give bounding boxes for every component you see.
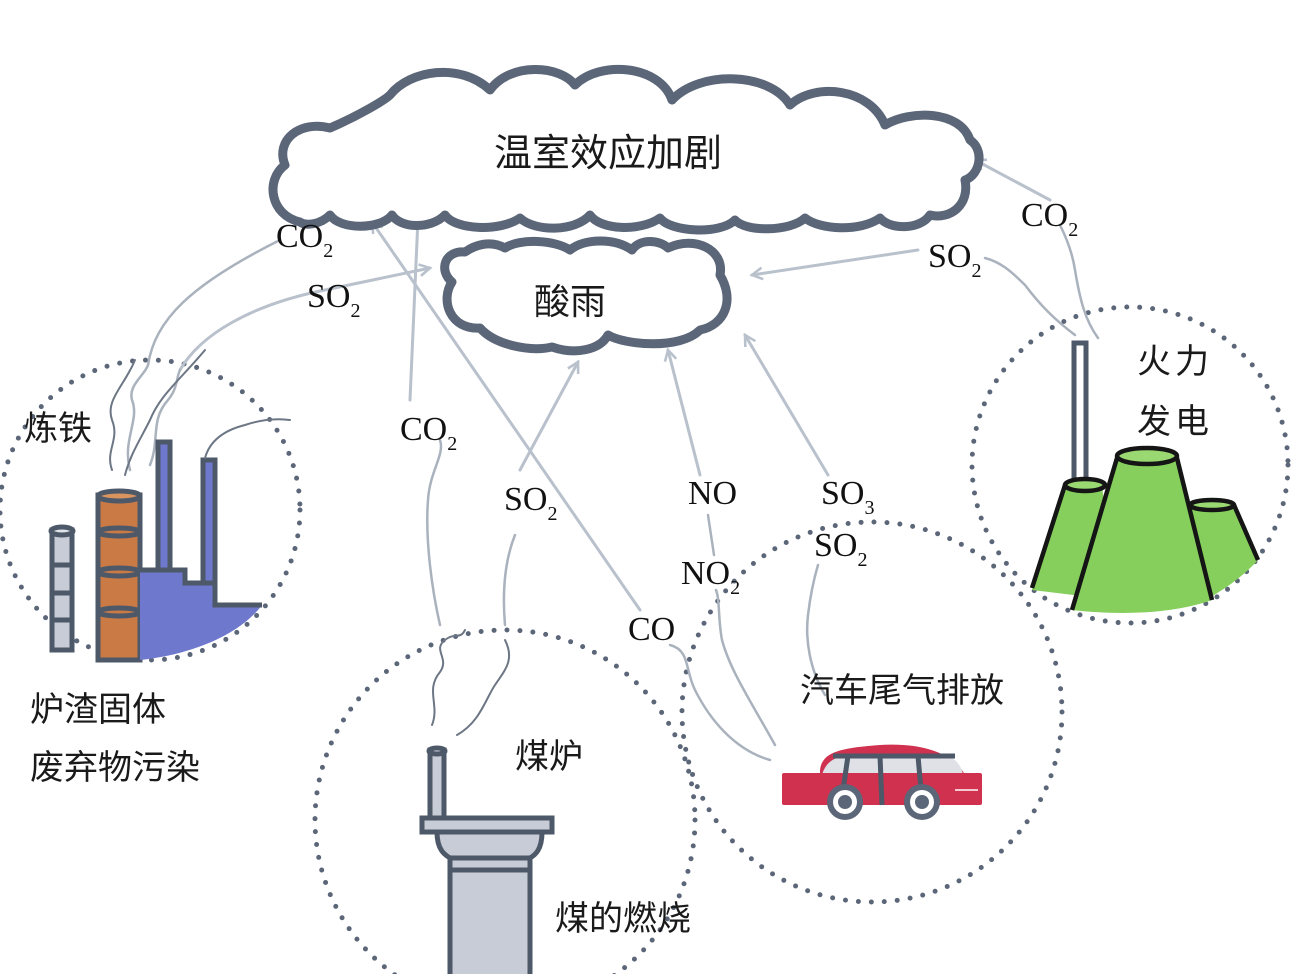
arrow-car-co-tail — [668, 643, 772, 762]
arrow-power-so2 — [752, 248, 920, 275]
greenhouse-label: 温室效应加剧 — [494, 131, 722, 175]
arrow-power-so2-tail — [983, 256, 1077, 337]
arrow-iron-so2 — [178, 268, 430, 372]
slag-label-line1: 炉渣固体 — [30, 690, 166, 730]
gas-car-no: NO — [688, 475, 737, 512]
source-circles — [0, 304, 1291, 974]
acid-rain-cloud — [440, 236, 732, 356]
stove-label: 煤炉 — [515, 737, 583, 777]
arrow-iron-so2-tail — [148, 368, 182, 467]
arrow-power-co2-tail — [1058, 223, 1100, 340]
power-label-line2: 发电 — [1137, 402, 1213, 442]
arrow-iron-co2-tail — [126, 363, 150, 472]
coal-stove-icon — [419, 629, 555, 974]
power-circle — [969, 304, 1291, 626]
arrow-power-co2 — [975, 158, 1052, 202]
arrows — [126, 158, 1100, 762]
car-circle — [679, 519, 1065, 905]
arrow-coal-co2-tail — [426, 438, 443, 627]
arrow-coal-so2-tail — [502, 533, 517, 627]
car-icon — [782, 744, 982, 820]
arrow-car-no2-tail — [714, 588, 777, 747]
arrow-coal-so2 — [518, 362, 580, 472]
gas-car-co: CO — [628, 611, 675, 648]
gas-iron-so2: SO2 — [307, 278, 360, 322]
gas-car-so2: SO2 — [814, 527, 867, 571]
coal-label: 煤的燃烧 — [555, 899, 691, 939]
slag-label-line2: 废弃物污染 — [30, 748, 200, 788]
greenhouse-cloud — [268, 64, 984, 235]
gas-coal-co2: CO2 — [400, 411, 457, 455]
gas-car-no2: NO2 — [681, 555, 740, 599]
arrow-iron-co2 — [146, 238, 282, 367]
power-label-line1: 火力 — [1137, 342, 1213, 382]
gas-coal-so2: SO2 — [504, 481, 557, 525]
gas-iron-co2: CO2 — [276, 218, 333, 262]
acid-rain-label: 酸雨 — [534, 282, 606, 323]
arrow-coal-co2 — [408, 218, 418, 402]
arrow-car-co — [372, 222, 642, 612]
gas-power-co2: CO2 — [1021, 197, 1078, 241]
arrow-car-so — [743, 335, 830, 477]
iron-circle — [0, 357, 303, 663]
gas-car-so3: SO3 — [821, 475, 874, 519]
coal-circle — [312, 627, 698, 974]
iron-factory-icon — [48, 349, 291, 663]
arrow-car-so2-tail — [805, 563, 827, 697]
car-label: 汽车尾气排放 — [800, 671, 1004, 711]
power-plant-icon — [1029, 340, 1261, 613]
iron-label: 炼铁 — [24, 409, 92, 449]
gas-power-so2: SO2 — [928, 238, 981, 282]
arrow-car-no — [668, 350, 702, 477]
arrow-car-no-link — [706, 513, 716, 557]
